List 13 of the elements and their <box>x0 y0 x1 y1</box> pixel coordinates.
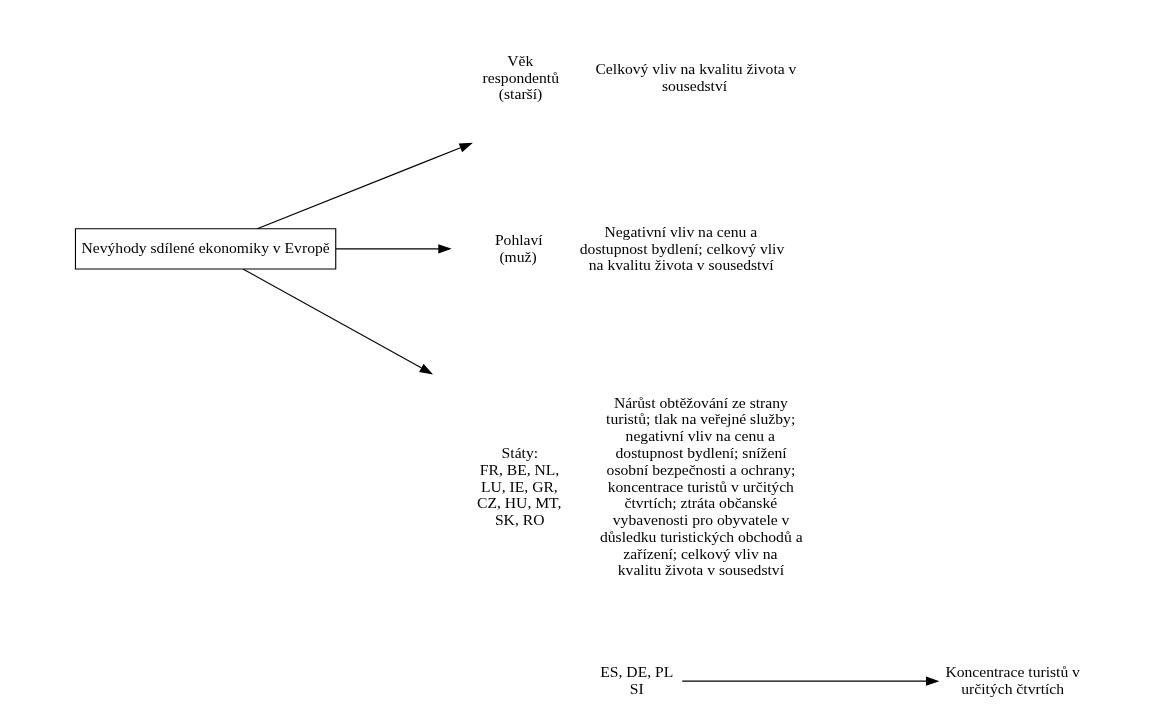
node-label: Nárůst obtěžování ze strany turistů; tlak na veřejné služby; negativní vliv na cenu a dostupnost bydlení; snížení osobní bezpečnosti a ochrany; koncentrace turistů v určitých čtvrtích; ztráta občanské vybavenosti pro obyvatele v důsledku turistických obchodů a zařízení; celkový vliv na kvalitu života v sousedství <box>599 393 803 579</box>
arrow <box>334 244 452 254</box>
node-text: Věk respondentů (starší) <box>482 51 559 103</box>
node-text: Koncentrace turistů v určitých čtvrtích <box>944 662 1080 697</box>
node-text: ES, DE, PL SI <box>599 662 673 697</box>
node-text: Pohlaví (muž) <box>494 231 543 265</box>
arrow <box>681 676 939 686</box>
node-label: Celkový vliv na kvalitu života v sousedství <box>594 60 796 95</box>
arrow <box>242 268 433 375</box>
arrow <box>256 142 473 230</box>
node-box: Nevýhody sdílené ekonomiky v Evropě <box>74 228 336 270</box>
node-text: Státy: FR, BE, NL, LU, IE, GR, CZ, HU, MT, SK, RO <box>476 443 561 528</box>
node-label: Negativní vliv na cenu a dostupnost bydlení; celkový vliv na kvalitu života v sousedství <box>579 222 784 274</box>
